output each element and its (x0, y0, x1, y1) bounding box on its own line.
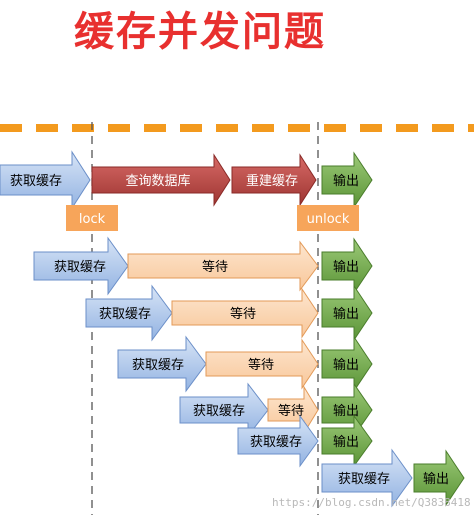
get-cache-arrow-1 (0, 150, 91, 210)
lock-box (66, 205, 118, 231)
unlock-label: unlock (307, 212, 350, 227)
output-label-1: 输出 (333, 173, 359, 189)
unlock-box (297, 205, 359, 231)
output-label-7: 输出 (423, 471, 449, 487)
get-cache-arrow-5 (179, 382, 269, 438)
rebuild-cache-arrow (231, 153, 317, 207)
output-arrow-6 (321, 414, 373, 468)
output-label-6: 输出 (333, 434, 359, 450)
output-label-4: 输出 (333, 357, 359, 373)
lock-label: lock (79, 212, 106, 227)
get-cache-arrow-6 (237, 414, 319, 468)
diagram-title: 缓存并发问题 (74, 9, 326, 55)
get-cache-arrow-3 (85, 284, 173, 342)
output-arrow-4 (321, 335, 373, 393)
query-db-label: 查询数据库 (125, 173, 190, 189)
output-arrow-3 (321, 284, 373, 342)
get-cache-arrow-4 (117, 335, 207, 393)
wait-label-3: 等待 (230, 306, 256, 322)
get-cache-label-4: 获取缓存 (132, 358, 184, 373)
wait-label-5: 等待 (278, 403, 304, 419)
watermark: https://blog.csdn.net/Q3838418 (272, 496, 471, 509)
query-db-arrow (91, 153, 231, 207)
get-cache-label-1: 获取缓存 (10, 174, 62, 189)
wait-arrow-2 (127, 240, 319, 292)
get-cache-label-3: 获取缓存 (99, 307, 151, 322)
wait-label-4: 等待 (248, 357, 274, 373)
wait-arrow-4 (205, 338, 319, 390)
output-label-5: 输出 (333, 403, 359, 419)
get-cache-arrow-2 (33, 236, 129, 296)
output-arrow-1 (321, 151, 373, 209)
wait-label-2: 等待 (202, 259, 228, 275)
output-label-3: 输出 (333, 306, 359, 322)
output-label-2: 输出 (333, 259, 359, 275)
get-cache-arrow-7 (321, 448, 413, 508)
get-cache-label-6: 获取缓存 (250, 435, 302, 450)
get-cache-label-7: 获取缓存 (338, 472, 390, 487)
get-cache-label-5: 获取缓存 (193, 404, 245, 419)
wait-arrow-3 (171, 287, 319, 339)
get-cache-label-2: 获取缓存 (54, 260, 106, 275)
output-arrow-2 (321, 237, 373, 295)
rebuild-cache-label: 重建缓存 (246, 173, 298, 189)
output-arrow-7 (413, 449, 465, 507)
wait-arrow-5 (267, 385, 319, 435)
